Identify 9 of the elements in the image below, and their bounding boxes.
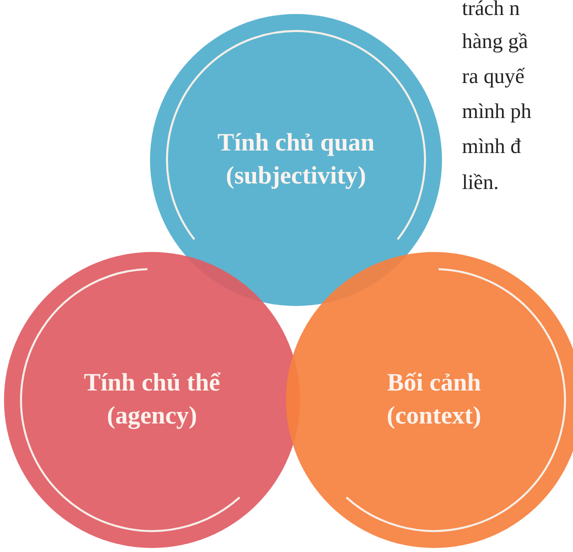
paragraph-line: mình đ: [462, 136, 521, 157]
circle-label: Bối cảnh (context): [386, 368, 482, 431]
paragraph-line: ra quyế: [462, 66, 524, 87]
paragraph-line: trách n: [462, 0, 520, 19]
circle-label: Tính chủ quan (subjectivity): [216, 128, 376, 191]
paragraph-line: liền.: [462, 172, 499, 193]
paragraph-line: hàng gầ: [462, 31, 528, 52]
paragraph-line: mình ph: [462, 101, 532, 122]
circle-label: Tính chủ thể (agency): [82, 368, 222, 431]
